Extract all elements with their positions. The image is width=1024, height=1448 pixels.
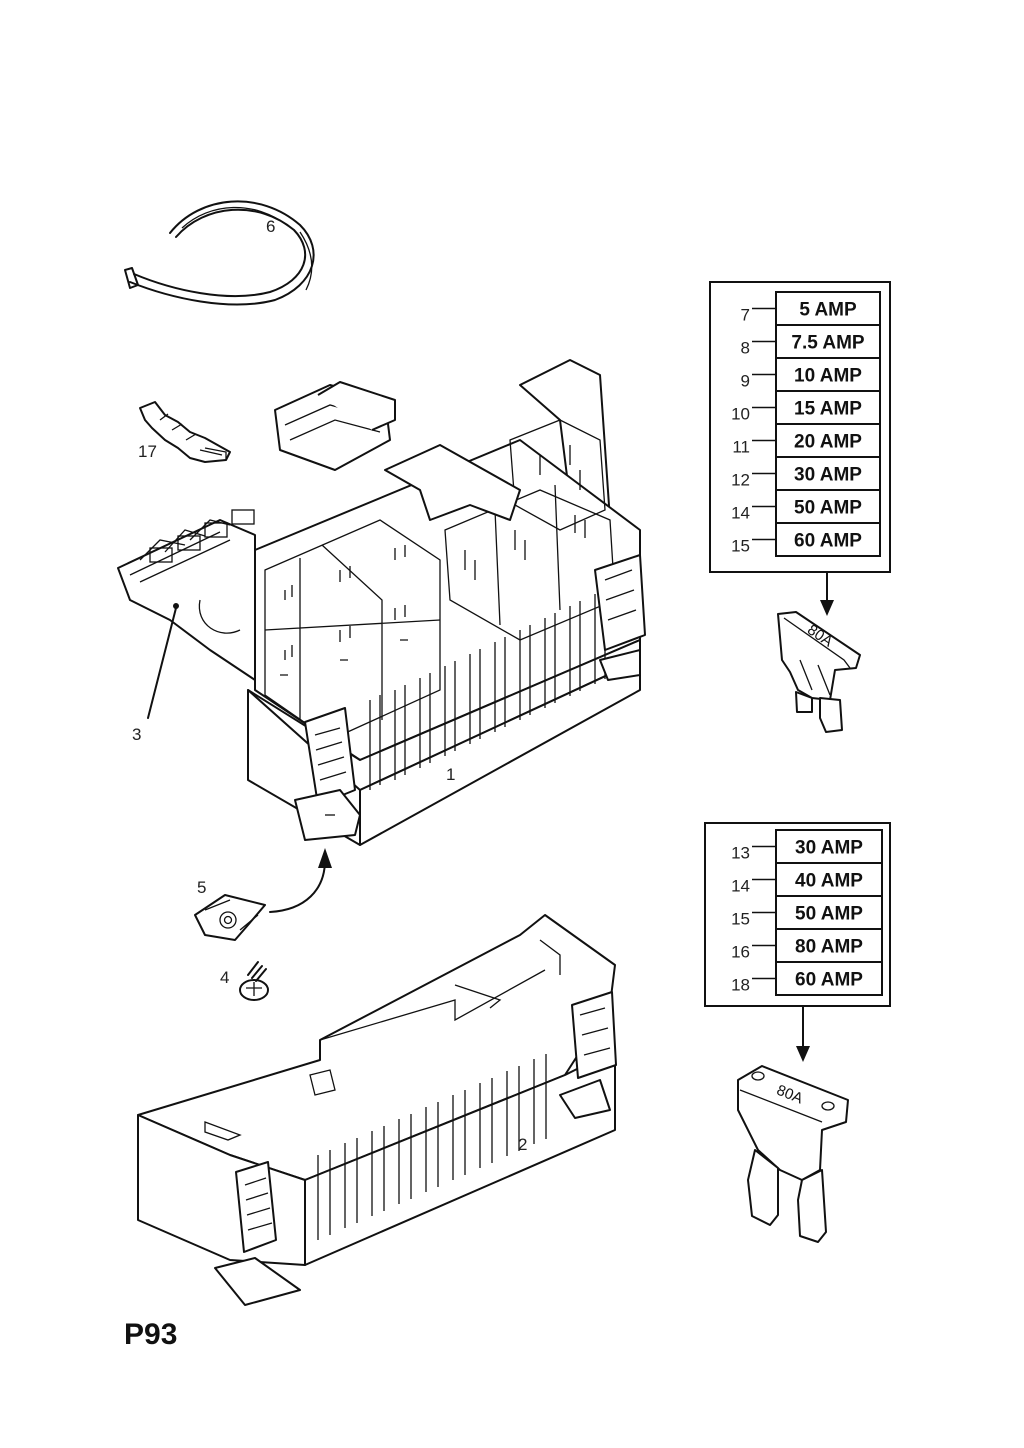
leader-3 — [147, 607, 177, 719]
ref-number: 14 — [731, 877, 750, 896]
ref-number: 18 — [731, 976, 750, 995]
ref-number: 16 — [731, 943, 750, 962]
fitting-arrow — [269, 848, 332, 913]
amp-rating: 80 AMP — [795, 937, 863, 958]
amp-rating: 50 AMP — [794, 498, 862, 519]
rating-cell — [775, 390, 881, 425]
fuse-rating-table-upper: 7 5 AMP 8 7.5 AMP 9 10 AMP 10 15 AMP 11 20 AMP 12 3… — [709, 281, 891, 573]
amp-rating: 30 AMP — [795, 838, 863, 859]
callout-2: 2 — [518, 1135, 527, 1154]
ref-number: 8 — [741, 339, 750, 358]
callout-4: 4 — [220, 968, 229, 987]
ref-number: 13 — [731, 844, 750, 863]
fuse-box-upper-part — [117, 359, 646, 846]
ref-number: 12 — [731, 471, 750, 490]
rating-cell — [775, 928, 883, 963]
blade-fuse-large: 80A — [737, 1065, 849, 1243]
ref-number: 9 — [741, 372, 750, 391]
page-code: P93 — [124, 1318, 178, 1351]
ref-number: 15 — [731, 910, 750, 929]
ref-number: 10 — [731, 405, 750, 424]
callout-17: 17 — [138, 442, 157, 461]
fuse-rating-table-lower: 13 30 AMP 14 40 AMP 15 50 AMP 16 80 AMP 18 60 AMP — [704, 822, 891, 1007]
amp-rating: 60 AMP — [794, 531, 862, 552]
rating-cell — [775, 961, 883, 996]
rating-cell — [775, 862, 883, 897]
cable-tie-part — [124, 200, 315, 306]
amp-rating: 30 AMP — [794, 465, 862, 486]
callout-1: 1 — [446, 765, 455, 784]
terminal-part — [139, 401, 231, 463]
ref-number: 15 — [731, 537, 750, 556]
blade-fuse-small: 80A — [777, 611, 861, 733]
rating-cell — [775, 489, 881, 524]
amp-rating: 40 AMP — [795, 871, 863, 892]
rating-cell — [775, 423, 881, 458]
amp-rating: 5 AMP — [799, 300, 857, 321]
clip-nut-part — [194, 894, 266, 941]
callout-5: 5 — [197, 878, 206, 897]
amp-rating: 20 AMP — [794, 432, 862, 453]
amp-rating: 60 AMP — [795, 970, 863, 991]
amp-rating: 50 AMP — [795, 904, 863, 925]
ref-number: 14 — [731, 504, 750, 523]
ref-number: 11 — [732, 438, 750, 457]
fuse-box-lower-part — [137, 914, 617, 1306]
screw-part — [239, 961, 269, 1001]
table-arrow-upper — [820, 571, 834, 616]
rating-cell — [775, 895, 883, 930]
amp-rating: 7.5 AMP — [791, 333, 865, 354]
amp-rating: 10 AMP — [794, 366, 862, 387]
callout-3: 3 — [132, 725, 141, 744]
callout-6: 6 — [266, 217, 275, 236]
ref-number: 7 — [741, 306, 750, 325]
rating-cell — [775, 291, 881, 326]
table-arrow-lower — [796, 1005, 810, 1062]
amp-rating: 15 AMP — [794, 399, 862, 420]
rating-cell — [775, 357, 881, 392]
